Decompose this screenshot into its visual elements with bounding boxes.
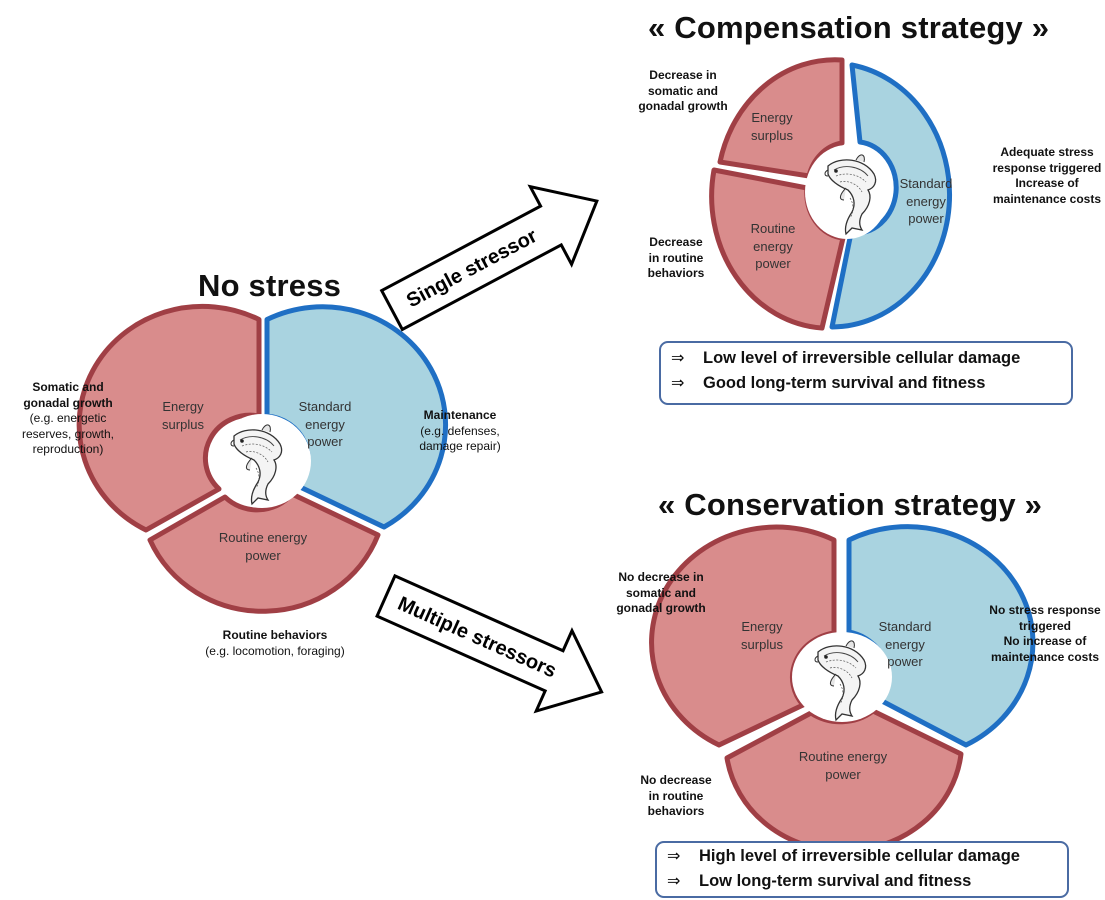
single-stressor-arrow: Single stressor [379, 184, 599, 332]
no-stress-title: No stress [198, 268, 342, 303]
no-stress-response-label: No stress response triggered No increase… [989, 603, 1101, 664]
conservation-outcome-1: ⇒High level of irreversible cellular dam… [667, 844, 1057, 869]
conservation-title: « Conservation strategy » [658, 487, 1043, 522]
implies-arrow-icon: ⇒ [671, 350, 685, 367]
multiple-stressors-arrow: Multiple stressors [375, 573, 604, 714]
no-decrease-routine-label: No decrease in routine behaviors [640, 773, 712, 818]
compensation-standard-slice [829, 62, 953, 330]
implies-arrow-icon: ⇒ [667, 873, 681, 890]
conservation-outcome-box: ⇒High level of irreversible cellular dam… [655, 841, 1069, 898]
no-stress-pie [76, 303, 449, 614]
decrease-growth-label: Decrease in somatic and gonadal growth [638, 68, 728, 113]
no-stress-surplus-slice [76, 303, 262, 533]
maintenance-label: Maintenance (e.g. defenses, damage repai… [419, 408, 501, 453]
compensation-outcome-1: ⇒Low level of irreversible cellular dama… [671, 346, 1061, 371]
no-decrease-growth-label: No decrease in somatic and gonadal growt… [616, 570, 706, 615]
no-stress-routine-slice [147, 491, 381, 614]
compensation-surplus-slice [717, 57, 845, 179]
implies-arrow-icon: ⇒ [671, 375, 685, 392]
compensation-outcome-box: ⇒Low level of irreversible cellular dama… [659, 341, 1073, 405]
compensation-pie [709, 57, 953, 331]
somatic-growth-label: Somatic and gonadal growth (e.g. energet… [21, 380, 115, 456]
decrease-routine-label: Decrease in routine behaviors [647, 235, 705, 280]
routine-behaviors-label: Routine behaviors (e.g. locomotion, fora… [205, 628, 345, 658]
implies-arrow-icon: ⇒ [667, 848, 681, 865]
conservation-outcome-2: ⇒Low long-term survival and fitness [667, 869, 1057, 894]
compensation-title: « Compensation strategy » [648, 10, 1050, 45]
adequate-stress-label: Adequate stress response triggered Incre… [992, 145, 1102, 206]
conservation-pie [649, 524, 1036, 854]
compensation-outcome-2: ⇒Good long-term survival and fitness [671, 371, 1061, 396]
